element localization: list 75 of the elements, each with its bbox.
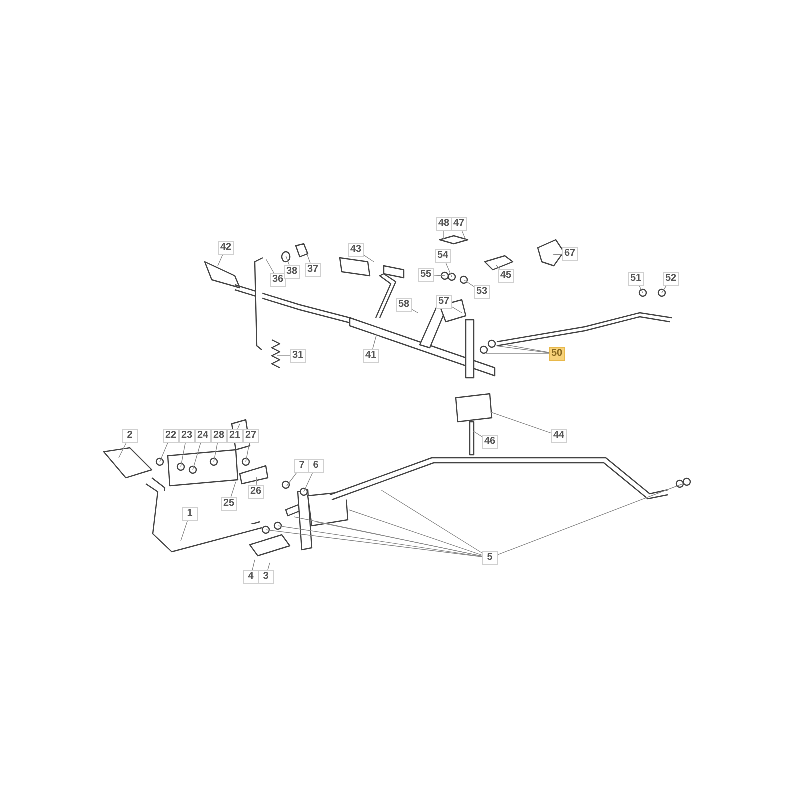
callout-number: 51	[628, 272, 644, 286]
callout-number: 42	[218, 241, 234, 255]
leader-line	[238, 424, 240, 430]
callout-number: 36	[270, 273, 286, 287]
leader-line	[434, 275, 446, 276]
leader-line	[286, 256, 290, 266]
leader-line	[490, 412, 552, 434]
callout-number: 22	[163, 429, 179, 443]
leader-line	[278, 526, 482, 558]
leader-line	[180, 442, 186, 468]
leader-line	[214, 442, 218, 462]
callout-number: 41	[363, 349, 379, 363]
leader-line	[496, 264, 500, 270]
leader-line	[372, 334, 378, 350]
callout-number: 37	[305, 263, 321, 277]
leader-line	[266, 530, 482, 558]
leader-line	[364, 254, 374, 262]
leader-line	[662, 286, 667, 294]
leader-line	[268, 562, 270, 570]
leader-line	[496, 346, 550, 354]
leader-line	[639, 286, 644, 294]
callout-number: 57	[436, 295, 452, 309]
leader-line	[412, 309, 418, 314]
callout-number: 3	[258, 570, 274, 584]
callout-number: 52	[663, 272, 679, 286]
callout-number: 31	[290, 349, 306, 363]
leader-line	[252, 560, 256, 570]
leader-line	[462, 230, 466, 240]
callout-number: 21	[227, 429, 243, 443]
callout-number: 38	[284, 265, 300, 279]
leader-line	[218, 254, 224, 266]
callout-number: 43	[348, 243, 364, 257]
leader-line	[160, 442, 168, 462]
callout-number: 24	[195, 429, 211, 443]
callout-number: 46	[482, 435, 498, 449]
leader-line	[230, 482, 236, 498]
leader-line	[118, 442, 127, 458]
leader-line	[246, 442, 250, 462]
callout-number: 47	[451, 217, 467, 231]
leader-line	[452, 306, 462, 314]
callout-number: 67	[562, 247, 578, 261]
leader-line	[506, 344, 550, 353]
callout-number: 23	[179, 429, 195, 443]
leader-line	[348, 510, 482, 556]
leader-line	[304, 472, 314, 492]
callout-number: 55	[418, 268, 434, 282]
leader-line	[256, 476, 258, 486]
callout-number: 6	[308, 459, 324, 473]
leader-line	[266, 258, 274, 274]
leader-line	[464, 280, 474, 288]
callout-number: 4	[243, 570, 259, 584]
leader-line	[446, 262, 452, 278]
leader-line	[192, 442, 202, 470]
callout-number: 48	[436, 217, 452, 231]
leader-line	[472, 430, 482, 438]
callout-number: 44	[551, 429, 567, 443]
leader-line	[306, 250, 311, 264]
callout-number: 25	[221, 497, 237, 511]
callout-number: 2	[122, 429, 138, 443]
leader-line	[286, 472, 298, 486]
callout-number: 45	[498, 269, 514, 283]
leader-line	[380, 490, 482, 554]
leader-line	[498, 484, 684, 556]
callout-number: 5	[482, 551, 498, 565]
callout-number: 28	[211, 429, 227, 443]
leader-line	[552, 254, 562, 256]
callout-number: 27	[243, 429, 259, 443]
callout-number: 1	[182, 507, 198, 521]
callout-number: 54	[435, 249, 451, 263]
callout-number: 58	[396, 298, 412, 312]
leader-line	[180, 520, 188, 542]
callout-number: 50	[549, 347, 565, 361]
callout-number: 53	[474, 285, 490, 299]
callout-number: 26	[248, 485, 264, 499]
leader-line	[294, 516, 482, 557]
